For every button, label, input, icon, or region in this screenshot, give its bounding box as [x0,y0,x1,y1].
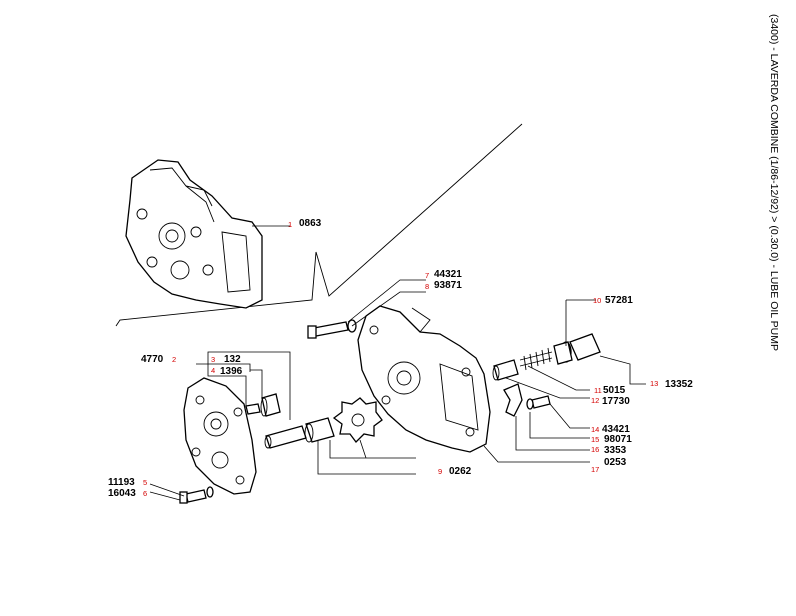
part-number: 0863 [299,218,322,229]
ref-number: 11 [594,386,602,395]
ref-number: 15 [591,435,599,444]
relief-valve-drawing [492,333,601,381]
part-number: 17730 [602,396,630,407]
ref-number: 1 [288,220,292,229]
part-number: 98071 [604,434,632,445]
pump-cover-drawing [183,377,257,495]
part-number: 44321 [434,269,462,280]
ref-number: 4 [211,366,215,375]
part-number: 4770 [141,354,164,365]
ref-number: 14 [591,425,599,434]
part-number: 93871 [434,280,462,291]
ref-number: 9 [438,467,442,476]
part-number: 132 [224,354,241,365]
leader-lines [149,225,646,501]
part-number: 5015 [603,385,626,396]
pump-overview-drawing [125,159,263,309]
part-number: 57281 [605,295,633,306]
part-number: 1396 [220,366,243,377]
ref-number: 13 [650,379,658,388]
part-number: 43421 [602,424,630,435]
bushing-drawing [260,393,281,417]
ref-number: 7 [425,271,429,280]
cover-bolt-drawing [179,486,214,504]
part-number: 16043 [108,488,136,499]
pin-drawing [245,403,261,415]
inset-boundary [115,123,523,327]
ref-number: 16 [591,445,599,454]
shaft-drawing [264,425,307,449]
gear-shaft-drawing [304,417,335,443]
ref-number: 5 [143,478,147,487]
ref-number: 10 [593,296,601,305]
retaining-clip-drawing [503,383,551,417]
pump-body-drawing [357,305,491,453]
ref-number: 2 [172,355,176,364]
part-number: 13352 [665,379,693,390]
ref-number: 6 [143,489,147,498]
ref-number: 8 [425,282,429,291]
ref-number: 3 [211,355,215,364]
part-number: 0253 [604,457,627,468]
part-number: 0262 [449,466,472,477]
ref-number: 17 [591,465,599,474]
bolt-drawing [307,319,357,339]
star-gear-drawing [332,397,383,443]
ref-number: 12 [591,396,599,405]
part-number: 3353 [604,445,627,456]
diagram-title: (3400) - LAVERDA COMBINE (1/86-12/92) > … [768,14,780,351]
part-number: 11193 [108,477,135,488]
